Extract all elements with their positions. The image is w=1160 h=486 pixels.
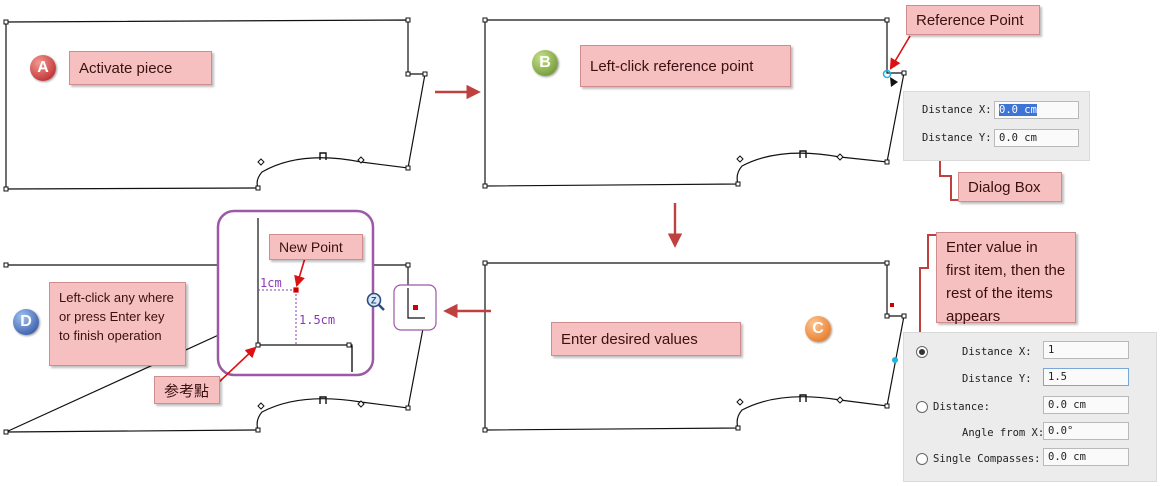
dialog-bracket bbox=[939, 160, 958, 201]
angle-input[interactable]: 0.0° bbox=[1043, 422, 1129, 440]
enter-value-bracket bbox=[919, 234, 936, 345]
dialog-box-small: Distance X: 0.0 cm Distance Y: 0.0 cm bbox=[903, 91, 1090, 161]
step-label-b: Left-click reference point bbox=[580, 45, 791, 87]
pattern-b-points bbox=[482, 17, 907, 189]
zoom-corner-point bbox=[346, 342, 352, 348]
zoom-reference-point bbox=[255, 342, 261, 348]
marks-d bbox=[257, 400, 365, 410]
step-badge-b: B bbox=[532, 50, 558, 76]
callout-reference-point: Reference Point bbox=[906, 5, 1040, 35]
reference-point-marker bbox=[882, 69, 892, 79]
zoom-new-point bbox=[292, 286, 300, 294]
distance-label: Distance: bbox=[933, 401, 990, 413]
zoom-source-point bbox=[413, 305, 418, 310]
pattern-c-points bbox=[482, 260, 907, 433]
large-distance-x-input[interactable]: 1 bbox=[1043, 341, 1129, 359]
distance-input[interactable]: 0.0 cm bbox=[1043, 396, 1129, 414]
angle-label: Angle from X: bbox=[962, 427, 1045, 439]
zoom-source-corner bbox=[407, 288, 425, 319]
step-label-c: Enter desired values bbox=[551, 322, 741, 356]
zoom-icon[interactable]: Z bbox=[366, 292, 386, 312]
large-distance-x-label: Distance X: bbox=[962, 346, 1032, 358]
radio-distance-xy[interactable] bbox=[916, 346, 928, 358]
radio-distance[interactable] bbox=[916, 401, 928, 413]
measure-horizontal-label: 1cm bbox=[260, 276, 282, 290]
measure-vertical-label: 1.5cm bbox=[299, 313, 336, 327]
marks-c bbox=[736, 396, 844, 406]
new-point-c bbox=[890, 303, 894, 307]
pattern-a-points bbox=[3, 17, 428, 192]
cursor-icon bbox=[890, 77, 898, 87]
callout-new-point: New Point bbox=[269, 234, 363, 260]
radio-single-compasses[interactable] bbox=[916, 453, 928, 465]
svg-text:Z: Z bbox=[371, 296, 377, 306]
distance-y-input[interactable]: 0.0 cm bbox=[994, 129, 1079, 147]
large-distance-y-label: Distance Y: bbox=[962, 373, 1032, 385]
callout-reference-cjk: 参考點 bbox=[154, 376, 220, 404]
distance-x-label: Distance X: bbox=[922, 104, 992, 116]
step-badge-d: D bbox=[13, 309, 39, 335]
pointer-reference-cjk bbox=[217, 346, 257, 384]
dialog-box-large: Distance X: 1 Distance Y: 1.5 Distance: … bbox=[903, 332, 1157, 482]
marks-a bbox=[257, 156, 365, 166]
step-badge-a: A bbox=[30, 55, 56, 81]
notch-b bbox=[799, 150, 807, 158]
callout-dialog-box: Dialog Box bbox=[958, 172, 1062, 202]
pattern-piece-a bbox=[5, 19, 426, 190]
notch-a bbox=[319, 152, 327, 160]
distance-x-input[interactable]: 0.0 cm bbox=[994, 101, 1079, 119]
distance-y-label: Distance Y: bbox=[922, 132, 992, 144]
pointer-new-point bbox=[294, 257, 306, 288]
step-badge-c: C bbox=[805, 316, 831, 342]
pointer-reference-point bbox=[889, 35, 911, 70]
single-compasses-input[interactable]: 0.0 cm bbox=[1043, 448, 1129, 466]
callout-enter-value: Enter value in first item, then the rest… bbox=[936, 232, 1076, 325]
notch-d bbox=[319, 396, 327, 404]
notch-c bbox=[799, 394, 807, 402]
step-label-d: Left-click any where or press Enter key … bbox=[49, 282, 186, 366]
large-distance-y-input[interactable]: 1.5 bbox=[1043, 368, 1129, 386]
marks-b bbox=[736, 153, 844, 163]
reference-point-c bbox=[892, 357, 898, 363]
step-label-a: Activate piece bbox=[69, 51, 212, 85]
single-compasses-label: Single Compasses: bbox=[933, 453, 1041, 465]
